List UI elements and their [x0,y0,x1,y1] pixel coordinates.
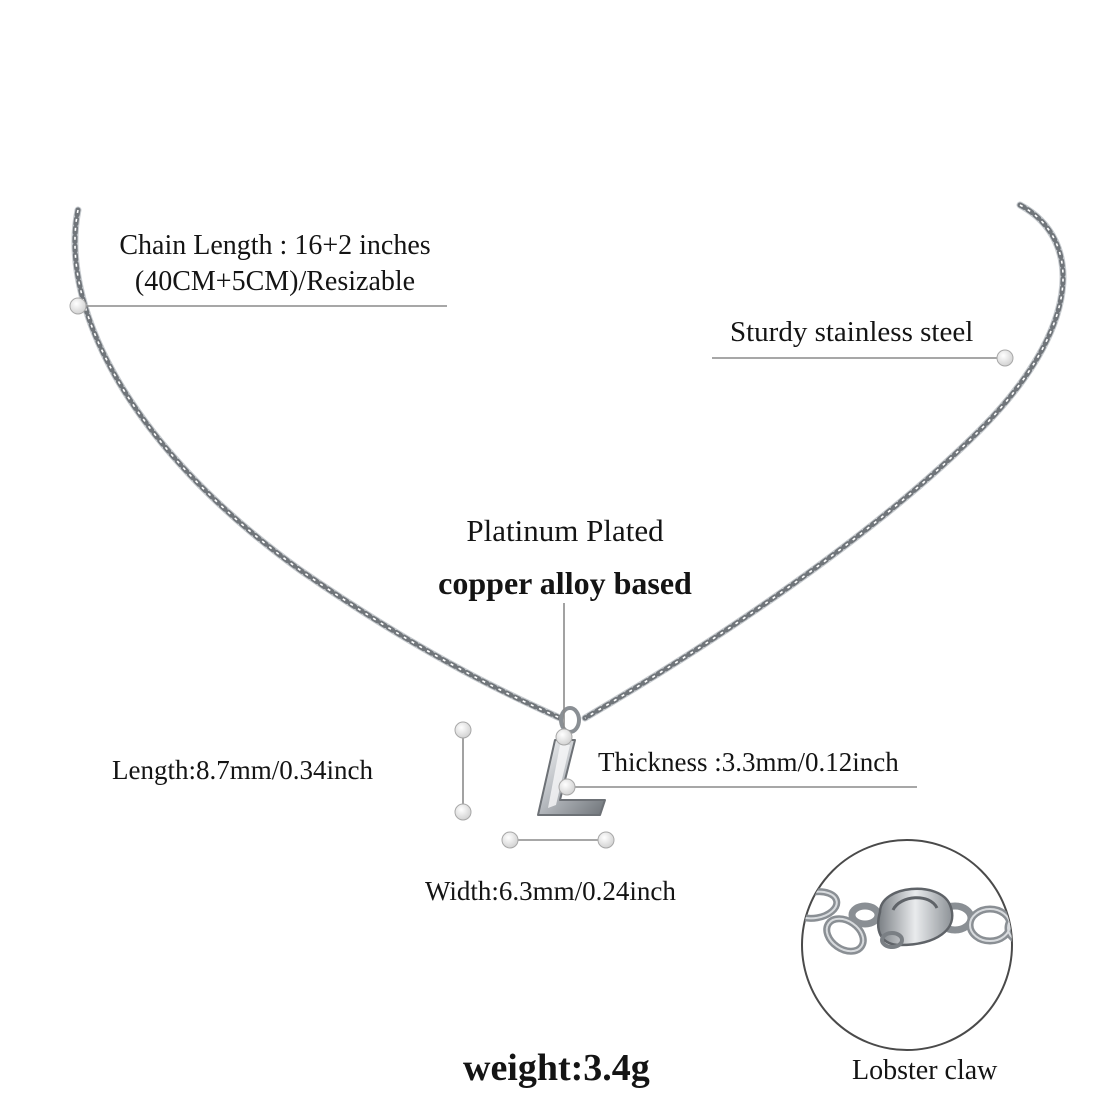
marker-dots [69,297,1014,849]
thickness-dot [558,778,576,796]
weight-label: weight:3.4g [463,1047,650,1089]
lobster-claw-label: Lobster claw [852,1055,998,1086]
length-bottom-dot [454,803,472,821]
length-top-dot [454,721,472,739]
chain-length-line2: (40CM+5CM)/Resizable [134,266,416,297]
leader-lines [78,305,1005,841]
stainless-steel-label: Sturdy stainless steel [730,316,974,348]
width-label: Width:6.3mm/0.24inch [425,876,676,906]
width-left-dot [501,831,519,849]
width-right-dot [597,831,615,849]
chain-length-label: Chain Length : 16+2 inches (40CM+5CM)/Re… [105,228,445,300]
thickness-label: Thickness :3.3mm/0.12inch [598,747,899,777]
length-label: Length:8.7mm/0.34inch [112,755,373,785]
plating-line1: Platinum Plated [466,513,664,548]
plating-label: Platinum Plated copper alloy based [405,505,725,609]
plating-line2: copper alloy based [438,565,692,601]
chain-right [581,201,1067,722]
letter-pendant [537,739,606,816]
chain-length-line1: Chain Length : 16+2 inches [119,230,431,261]
chain-left [71,206,564,722]
plating-dot [555,728,573,746]
clasp-detail [801,839,1013,1051]
chain-length-dot [69,297,87,315]
stainless-dot [996,349,1014,367]
